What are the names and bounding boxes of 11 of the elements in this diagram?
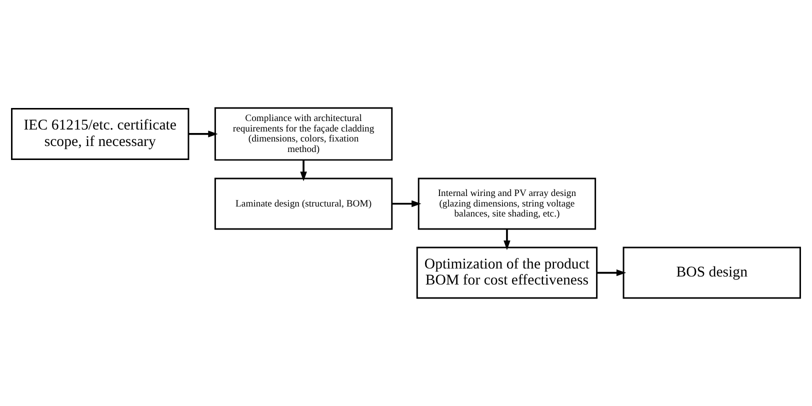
node-box: BOS design (622, 246, 801, 299)
node-box: Optimization of the product BOM for cost effectiveness (416, 246, 598, 299)
node-box: Compliance with architectural requirements for the façade cladding (dimensions, colors, fixation method) (214, 107, 393, 161)
arrow (504, 229, 510, 250)
arrow (188, 130, 218, 138)
node-box: Laminate design (structural, BOM) (214, 178, 393, 230)
arrow (392, 200, 422, 208)
arrow (596, 269, 626, 276)
node-box: Internal wiring and PV array design (glazing dimensions, string voltage balances, site shading, etc.) (418, 178, 596, 230)
node-box: IEC 61215/etc. certificate scope, if necessary (11, 108, 190, 160)
arrow (300, 160, 307, 182)
